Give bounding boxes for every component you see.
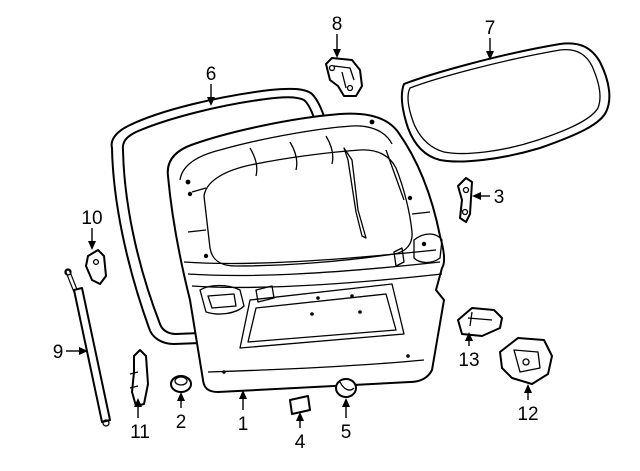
part-2-bumper <box>170 375 192 393</box>
callout-13: 13 <box>458 350 479 371</box>
part-7-back-glass <box>400 42 611 163</box>
part-11-bracket <box>129 349 149 407</box>
part-10-bracket <box>85 249 107 285</box>
callout-10: 10 <box>81 208 102 229</box>
callout-12: 12 <box>517 404 538 425</box>
leader-lines <box>66 34 532 428</box>
callout-8: 8 <box>332 14 343 35</box>
callout-6: 6 <box>206 64 217 85</box>
callout-11: 11 <box>130 422 150 443</box>
callout-5: 5 <box>341 422 352 443</box>
part-9-lift-strut <box>64 268 111 427</box>
part-12-latch <box>499 337 553 385</box>
callout-7: 7 <box>485 18 496 39</box>
part-13-switch <box>457 307 503 337</box>
callout-3: 3 <box>494 187 505 208</box>
part-8-hinge <box>325 57 363 97</box>
part-6-weatherstrip <box>110 87 331 345</box>
part-5-cap <box>335 378 357 398</box>
part-1-liftgate <box>166 112 446 393</box>
callout-1: 1 <box>238 414 249 435</box>
callout-9: 9 <box>53 342 64 363</box>
part-4-plug <box>289 395 311 415</box>
part-3-bracket <box>457 177 473 223</box>
callout-4: 4 <box>295 432 306 453</box>
callout-2: 2 <box>176 412 187 433</box>
callout-labels: 6 7 8 3 10 9 11 2 1 4 5 13 12 <box>53 14 539 453</box>
